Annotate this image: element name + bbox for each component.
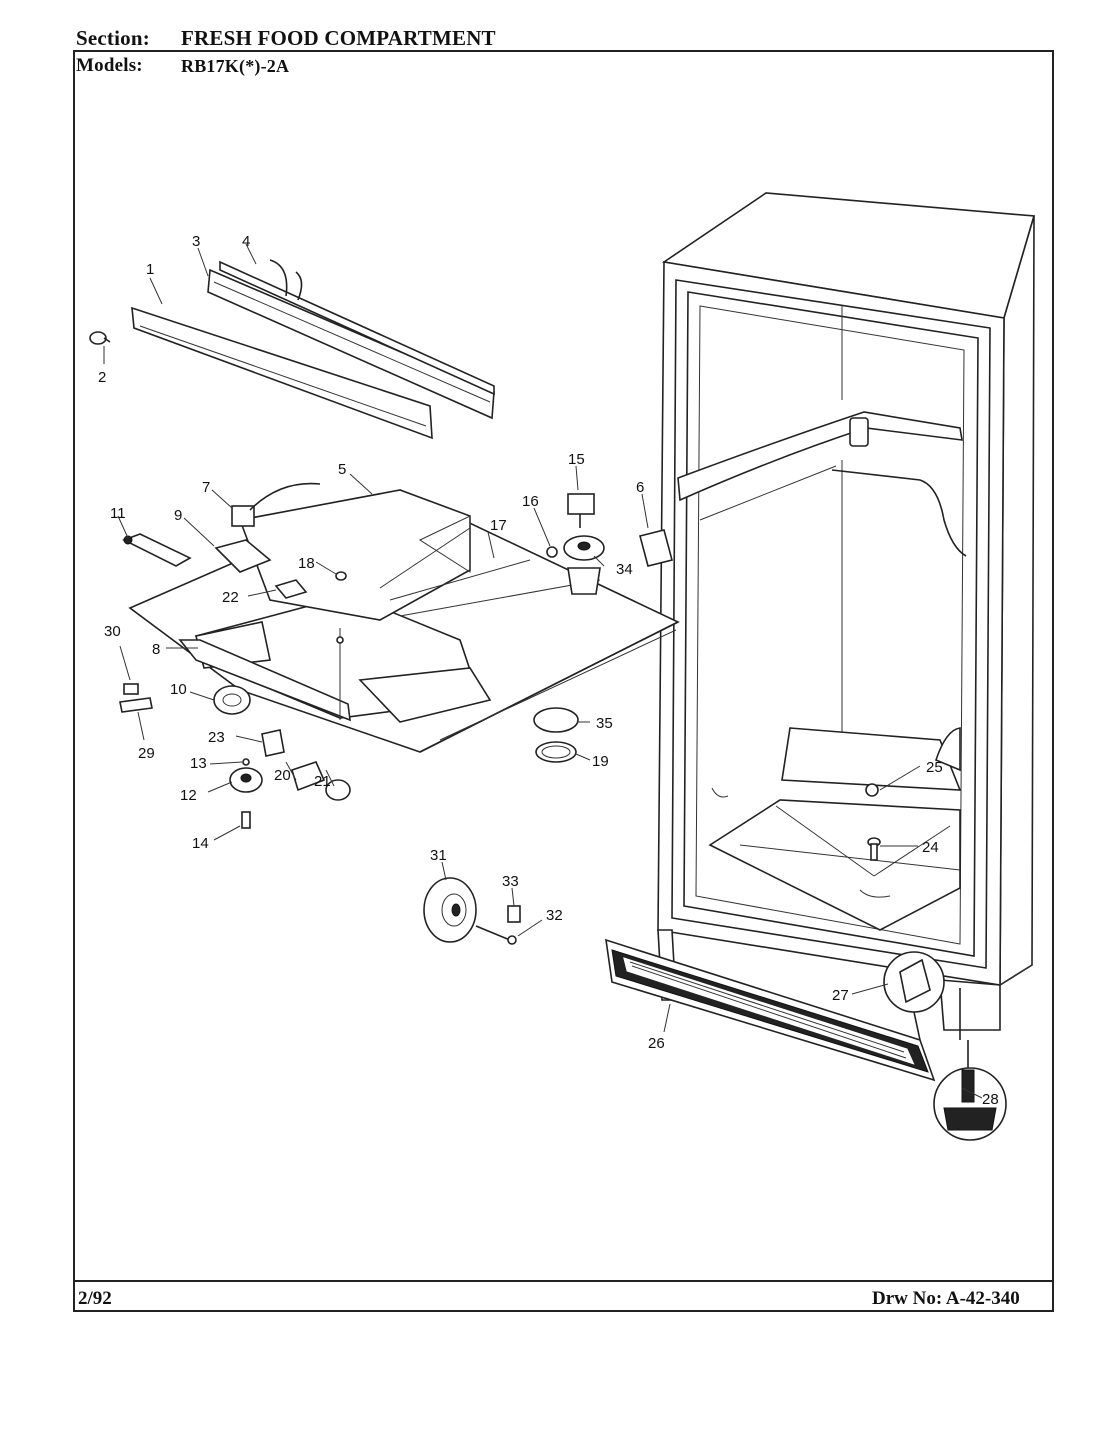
callout-12: 12 bbox=[180, 787, 197, 804]
callout-5: 5 bbox=[338, 461, 346, 478]
callout-16: 16 bbox=[522, 493, 539, 510]
drawing-number: Drw No: A-42-340 bbox=[872, 1288, 1020, 1309]
callout-labels: 1 2 3 4 5 6 7 8 9 10 11 12 13 14 15 16 1… bbox=[98, 233, 999, 1108]
callout-28: 28 bbox=[982, 1091, 999, 1108]
callout-23: 23 bbox=[208, 729, 225, 746]
screw-14 bbox=[241, 811, 251, 829]
models-label: Models: bbox=[76, 55, 143, 76]
leveling-leg-detail bbox=[933, 1040, 1007, 1141]
clip-33 bbox=[507, 905, 521, 923]
footer-divider bbox=[73, 1280, 1054, 1282]
bracket-6 bbox=[639, 529, 673, 567]
drawing-date: 2/92 bbox=[78, 1288, 112, 1309]
callout-34: 34 bbox=[616, 561, 633, 578]
callout-13: 13 bbox=[190, 755, 207, 772]
clip-30 bbox=[123, 683, 139, 695]
model-number: RB17K(*)-2A bbox=[181, 56, 290, 76]
cap-35 bbox=[533, 707, 579, 733]
refrigerator-cabinet bbox=[657, 192, 1036, 1040]
clip-22 bbox=[274, 579, 308, 599]
callout-4: 4 bbox=[242, 233, 250, 250]
callout-6: 6 bbox=[636, 479, 644, 496]
control-housing-shelf bbox=[128, 489, 680, 753]
callout-24: 24 bbox=[922, 839, 939, 856]
callout-29: 29 bbox=[138, 745, 155, 762]
ring-13 bbox=[242, 758, 250, 766]
callout-2: 2 bbox=[98, 369, 106, 386]
callout-33: 33 bbox=[502, 873, 519, 890]
callout-15: 15 bbox=[568, 451, 585, 468]
callout-8: 8 bbox=[152, 641, 160, 658]
knob-12 bbox=[229, 767, 263, 793]
roller-31 bbox=[423, 877, 477, 943]
callout-18: 18 bbox=[298, 555, 315, 572]
callout-7: 7 bbox=[202, 479, 210, 496]
callout-11: 11 bbox=[110, 505, 126, 522]
callout-19: 19 bbox=[592, 753, 609, 770]
bracket-11 bbox=[122, 533, 192, 567]
callout-21: 21 bbox=[314, 773, 331, 790]
defrost-thermostat-7 bbox=[231, 482, 321, 527]
callout-22: 22 bbox=[222, 589, 239, 606]
hinge-detail bbox=[883, 951, 945, 1041]
lamp-socket-20 bbox=[291, 761, 326, 792]
callout-10: 10 bbox=[170, 681, 187, 698]
control-knob-34 bbox=[563, 535, 605, 595]
leader-lines bbox=[103, 243, 983, 1099]
clip-16 bbox=[546, 546, 558, 558]
light-bulb-21 bbox=[325, 779, 351, 801]
drawing-frame bbox=[73, 50, 1054, 1312]
light-switch-9 bbox=[214, 539, 272, 573]
callout-20: 20 bbox=[274, 767, 291, 784]
ring-19 bbox=[535, 741, 577, 763]
callout-9: 9 bbox=[174, 507, 182, 524]
axle-32 bbox=[475, 925, 517, 945]
spring-29 bbox=[119, 697, 153, 713]
callout-31: 31 bbox=[430, 847, 447, 864]
screw-2 bbox=[89, 331, 111, 345]
bottom-grille bbox=[605, 938, 936, 1082]
callout-27: 27 bbox=[832, 987, 849, 1004]
section-label: Section: bbox=[76, 26, 150, 50]
screw-24 bbox=[867, 837, 881, 861]
bracket-25 bbox=[865, 783, 879, 797]
section-title: FRESH FOOD COMPARTMENT bbox=[181, 26, 496, 50]
callout-14: 14 bbox=[192, 835, 209, 852]
light-shield-10 bbox=[213, 685, 251, 715]
screw-18 bbox=[335, 571, 347, 581]
callout-1: 1 bbox=[146, 261, 154, 278]
socket-bracket-23 bbox=[261, 729, 285, 757]
callout-30: 30 bbox=[104, 623, 121, 640]
callout-17: 17 bbox=[490, 517, 507, 534]
callout-26: 26 bbox=[648, 1035, 665, 1052]
callout-3: 3 bbox=[192, 233, 200, 250]
callout-35: 35 bbox=[596, 715, 613, 732]
callout-32: 32 bbox=[546, 907, 563, 924]
trim-strip-assembly bbox=[131, 259, 495, 440]
damper-control-15 bbox=[567, 493, 595, 528]
callout-25: 25 bbox=[926, 759, 943, 776]
